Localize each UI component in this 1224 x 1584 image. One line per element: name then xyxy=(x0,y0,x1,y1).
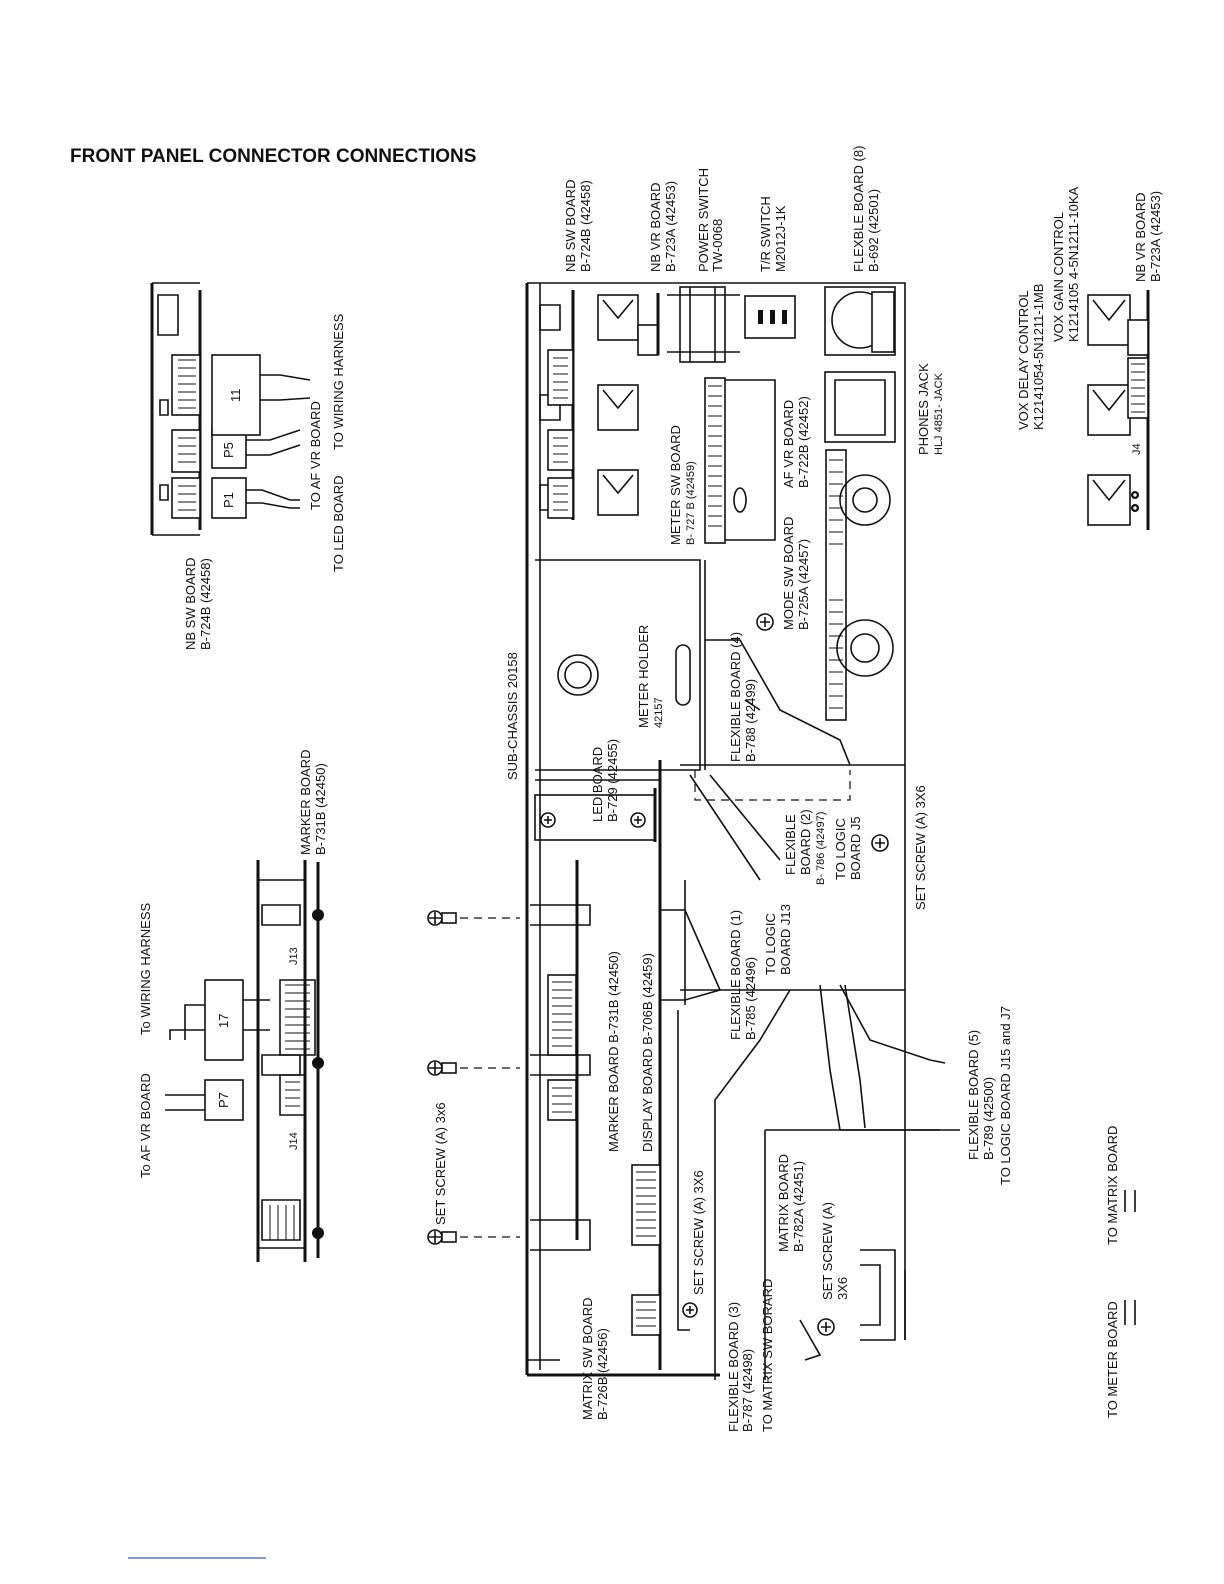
meter-sw-board-part: B- 727 B (42459) xyxy=(685,461,697,545)
tr-switch-part: M2012J-1K xyxy=(773,205,788,272)
connector-p1-label: P1 xyxy=(221,492,236,508)
to-logic-board-j5-line2: BOARD J5 xyxy=(848,816,863,880)
screw-icon xyxy=(427,1060,457,1076)
matrix-sw-board-label: MATRIX SW BOARD xyxy=(580,1297,595,1420)
led-board-part: B-729 (42455) xyxy=(605,739,620,822)
meter-holder-part: 42157 xyxy=(653,697,665,728)
j13-label: J13 xyxy=(288,947,300,965)
nb-sw-board-detail: P1 P5 11 TO AF VR BOARD TO LED BOARD TO … xyxy=(150,282,346,650)
connector-17-label: 17 xyxy=(216,1014,231,1028)
flexible-board-1-label: FLEXIBLE BOARD (1) xyxy=(728,910,743,1040)
connector-17 xyxy=(204,979,244,1061)
meter-sw-board-label: METER SW BOARD xyxy=(668,425,683,545)
flexible-board-3-dest: TO MATRIX SW BORARD xyxy=(760,1279,775,1432)
connector-p7-label: P7 xyxy=(216,1092,231,1108)
to-matrix-board-label: TO MATRIX BOARD xyxy=(1105,1126,1120,1245)
nb-vr-board-top-part: B-723A (42453) xyxy=(663,181,678,272)
to-wiring-harness-label: TO WIRING HARNESS xyxy=(331,313,346,450)
phones-jack-part: HLJ 4851- JACK xyxy=(933,372,945,455)
flexible-board-4-label: FLEXIBLE BOARD (4) xyxy=(728,632,743,762)
set-screw-left-label: SET SCREW (A) 3x6 xyxy=(433,1102,448,1225)
to-meter-board-label: TO METER BOARD xyxy=(1105,1301,1120,1418)
led-board-label: LED BOARD xyxy=(590,747,605,822)
flexible-board-3-label: FLEXIBLE BOARD (3) xyxy=(726,1302,741,1432)
connector-p7 xyxy=(204,1079,244,1121)
flexible-board-4-part: B-788 (42499) xyxy=(743,679,758,762)
meter-holder-label: METER HOLDER xyxy=(636,625,651,728)
connector-11-label: 11 xyxy=(228,389,243,403)
to-logic-board-j5-label: TO LOGIC xyxy=(833,818,848,880)
flexible-board-8-label: FLEXBLE BOARD (8) xyxy=(851,146,866,272)
marker-board-detail: J13 J14 17 P7 To AF VR BOARD To WIRING H… xyxy=(138,750,328,1262)
j4-label: J4 xyxy=(1131,443,1143,455)
matrix-board-part: B-782A (42451) xyxy=(791,1161,806,1252)
mode-sw-board-part: B-725A (42457) xyxy=(796,539,811,630)
vox-gain-part: K1214105 4-5N1211-10KA xyxy=(1066,187,1081,342)
vox-nb-vr-detail: J4 xyxy=(1087,290,1150,530)
flexible-board-2-line2: BOARD (2) xyxy=(798,809,813,875)
marker-board-mid-label: MARKER BOARD B-731B (42450) xyxy=(606,951,621,1152)
to-logic-board-j13-line2: BOARD J13 xyxy=(778,904,793,975)
nb-sw-board-top-part: B-724B (42458) xyxy=(578,180,593,272)
labels: NB SW BOARD B-724B (42458) NB VR BOARD B… xyxy=(505,146,1163,1432)
nb-vr-board-right-label: NB VR BOARD xyxy=(1133,192,1148,282)
screw-icon xyxy=(427,1229,457,1245)
mode-sw-board-label: MODE SW BOARD xyxy=(781,517,796,630)
vox-delay-label: VOX DELAY CONTROL xyxy=(1016,290,1031,430)
to-led-board-label: TO LED BOARD xyxy=(331,475,346,572)
tr-switch-label: T/R SWITCH xyxy=(758,196,773,272)
vox-delay-part: K12141054-5N1211-1MB xyxy=(1031,284,1046,430)
connector-p5-label: P5 xyxy=(221,442,236,458)
flexible-board-1-part: B-785 (42496) xyxy=(743,957,758,1040)
sub-chassis xyxy=(525,282,960,1380)
nb-sw-board-top-label: NB SW BOARD xyxy=(563,180,578,272)
set-screw-a-size: 3X6 xyxy=(835,1277,850,1300)
nb-sw-board-left-label: NB SW BOARD xyxy=(183,558,198,650)
set-screw-a-label: SET SCREW (A) xyxy=(820,1202,835,1300)
matrix-board-label: MATRIX BOARD xyxy=(776,1154,791,1252)
flexible-board-2-label: FLEXIBLE xyxy=(783,814,798,875)
to-matrix-board-wire xyxy=(1124,1190,1136,1212)
power-switch-part: TW-0068 xyxy=(710,219,725,272)
nb-vr-board-right-part: B-723A (42453) xyxy=(1148,191,1163,282)
to-af-vr-board-bottom-label: To AF VR BOARD xyxy=(138,1073,153,1178)
set-screw-a-3x6-label: SET SCREW (A) 3X6 xyxy=(913,785,928,910)
diagram-title: FRONT PANEL CONNECTOR CONNECTIONS xyxy=(70,146,476,167)
set-screw-lower-label: SET SCREW (A) 3X6 xyxy=(691,1170,706,1295)
sub-chassis-label: SUB-CHASSIS 20158 xyxy=(505,652,520,780)
marker-board-left-label: MARKER BOARD xyxy=(298,750,313,855)
screw-icon xyxy=(427,910,457,926)
flexible-board-8-part: B-692 (42501) xyxy=(866,189,881,272)
flexible-board-3-part: B-787 (42498) xyxy=(740,1349,755,1432)
nb-sw-board-left-part: B-724B (42458) xyxy=(198,558,213,650)
j14-label: J14 xyxy=(288,1132,300,1150)
set-screws-left: SET SCREW (A) 3x6 xyxy=(427,910,520,1245)
connector-11 xyxy=(211,354,261,436)
matrix-sw-board-part: B-726B (42456) xyxy=(595,1328,610,1420)
af-vr-board-label: AF VR BOARD xyxy=(781,400,796,488)
af-vr-board-part: B-722B (42452) xyxy=(796,396,811,488)
vox-gain-label: VOX GAIN CONTROL xyxy=(1051,212,1066,342)
to-af-vr-board-label: TO AF VR BOARD xyxy=(308,401,323,510)
flexible-board-2-part: B- 786 (42497) xyxy=(815,812,827,885)
to-logic-board-j13-label: TO LOGIC xyxy=(763,913,778,975)
power-switch-label: POWER SWITCH xyxy=(696,168,711,272)
nb-vr-board-top-label: NB VR BOARD xyxy=(648,182,663,272)
flexible-board-5-dest: TO LOGIC BOARD J15 and J7 xyxy=(998,1006,1013,1185)
marker-board-left-part: B-731B (42450) xyxy=(313,763,328,855)
phones-jack-label: PHONES JACK xyxy=(916,363,931,455)
to-meter-board-wire xyxy=(1124,1300,1136,1325)
flexible-board-5-label: FLEXIBLE BOARD (5) xyxy=(966,1030,981,1160)
flexible-board-5-part: B-789 (42500) xyxy=(981,1077,996,1160)
to-wiring-harness-bottom-label: To WIRING HARNESS xyxy=(138,902,153,1035)
display-board-label: DISPLAY BOARD B-706B (42459) xyxy=(640,953,655,1152)
connector-p1 xyxy=(211,477,247,519)
